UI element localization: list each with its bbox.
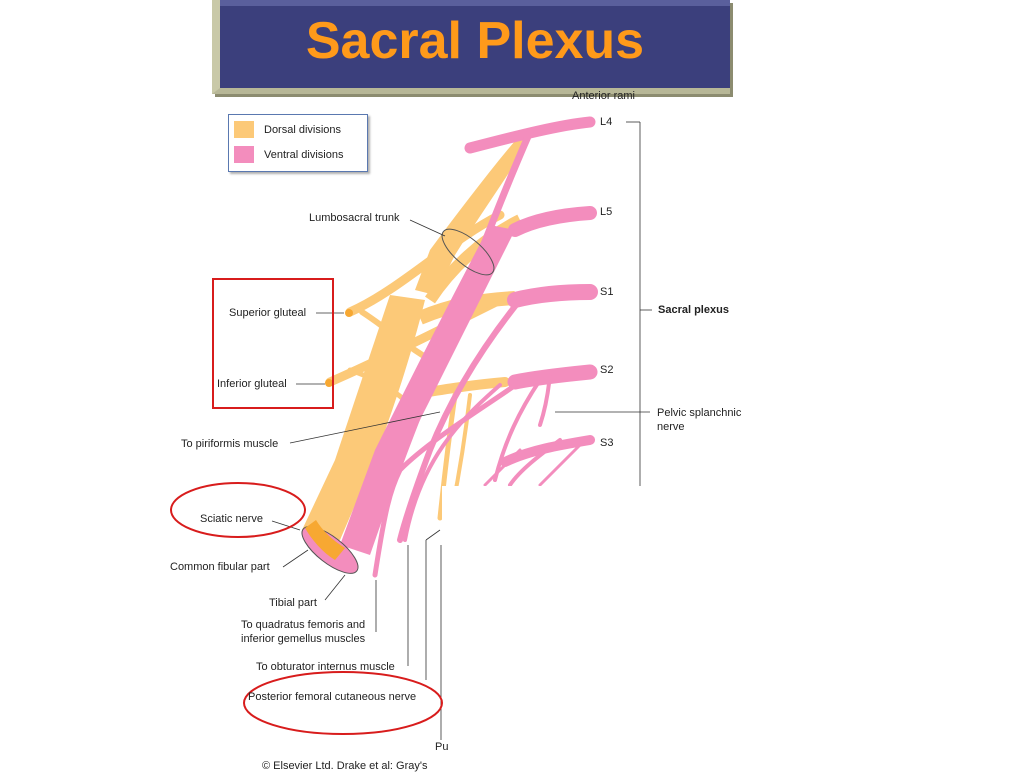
- s2-dorsal-descending: [437, 392, 458, 521]
- root-label-s1: S1: [600, 286, 614, 298]
- label-quadratus-line2: inferior gemellus muscles: [241, 633, 366, 645]
- s3-ventral-branch-2: [483, 448, 522, 487]
- obturator-internus-nerve: [403, 383, 502, 542]
- legend-label-ventral: Ventral divisions: [264, 149, 344, 161]
- label-pudendal: Pu: [435, 741, 449, 753]
- pelvic-splanchnic-branch: [538, 373, 552, 427]
- ventral-division-nerves: [372, 116, 598, 578]
- label-piriformis: To piriformis muscle: [181, 438, 279, 450]
- legend-label-dorsal: Dorsal divisions: [264, 124, 342, 136]
- s2-ramus: [507, 364, 598, 390]
- label-obturator-internus: To obturator internus muscle: [256, 661, 395, 673]
- label-sciatic-nerve: Sciatic nerve: [200, 513, 263, 525]
- gluteal-highlight-box: [212, 278, 334, 409]
- root-label-l4: L4: [600, 116, 613, 128]
- sciatic-highlight-ellipse: [170, 482, 306, 538]
- sciatic-trunk-ventral: [340, 225, 515, 555]
- label-pelvic-splanchnic-2: nerve: [657, 421, 685, 433]
- label-inferior-gluteal: Inferior gluteal: [217, 378, 287, 390]
- lumbosacral-trunk-dorsal: [415, 135, 530, 295]
- root-label-s2: S2: [600, 364, 614, 376]
- label-posterior-femoral: Posterior femoral cutaneous nerve: [248, 691, 417, 703]
- label-common-fibular: Common fibular part: [170, 561, 270, 573]
- sacral-plexus-bracket-label: Sacral plexus: [658, 304, 729, 316]
- anterior-rami-label: Anterior rami: [572, 90, 635, 102]
- sciatic-trunk-dorsal: [302, 295, 425, 540]
- label-superior-gluteal: Superior gluteal: [229, 307, 307, 319]
- common-fibular-cross-section: [305, 520, 345, 560]
- ventral-swatch: [234, 146, 254, 163]
- inferior-gluteal-stub: [325, 379, 333, 387]
- legend: Dorsal divisions Ventral divisions: [228, 114, 368, 172]
- page-title: Sacral Plexus: [305, 12, 645, 70]
- label-pelvic-splanchnic-1: Pelvic splanchnic: [657, 407, 742, 419]
- leader-lines: [271, 121, 652, 740]
- l5-ramus: [508, 206, 597, 237]
- image-crop-mask: [442, 486, 742, 768]
- title-banner: Sacral Plexus: [212, 0, 730, 94]
- s2-ventral-branch: [493, 378, 542, 482]
- l5-dorsal: [425, 214, 523, 304]
- posterior-femoral-highlight-ellipse: [243, 671, 443, 735]
- label-lumbosacral-trunk: Lumbosacral trunk: [309, 212, 400, 224]
- superior-gluteal-stub: [345, 309, 353, 317]
- s3-ventral-branch-3: [538, 443, 582, 487]
- root-label-l5: L5: [600, 206, 613, 218]
- copyright-text: © Elsevier Ltd. Drake et al: Gray's: [262, 760, 428, 772]
- label-quadratus-line1: To quadratus femoris and: [241, 619, 366, 631]
- root-label-s3: S3: [600, 437, 614, 449]
- s1-ramus: [507, 284, 598, 308]
- s3-ventral-branch-1: [508, 438, 562, 487]
- quadratus-femoris-nerve: [372, 379, 523, 578]
- l4-ramus: [464, 116, 596, 154]
- dorsal-swatch: [234, 121, 254, 138]
- lumbosacral-trunk-outline: [441, 228, 495, 276]
- label-tibial: Tibial part: [269, 597, 317, 609]
